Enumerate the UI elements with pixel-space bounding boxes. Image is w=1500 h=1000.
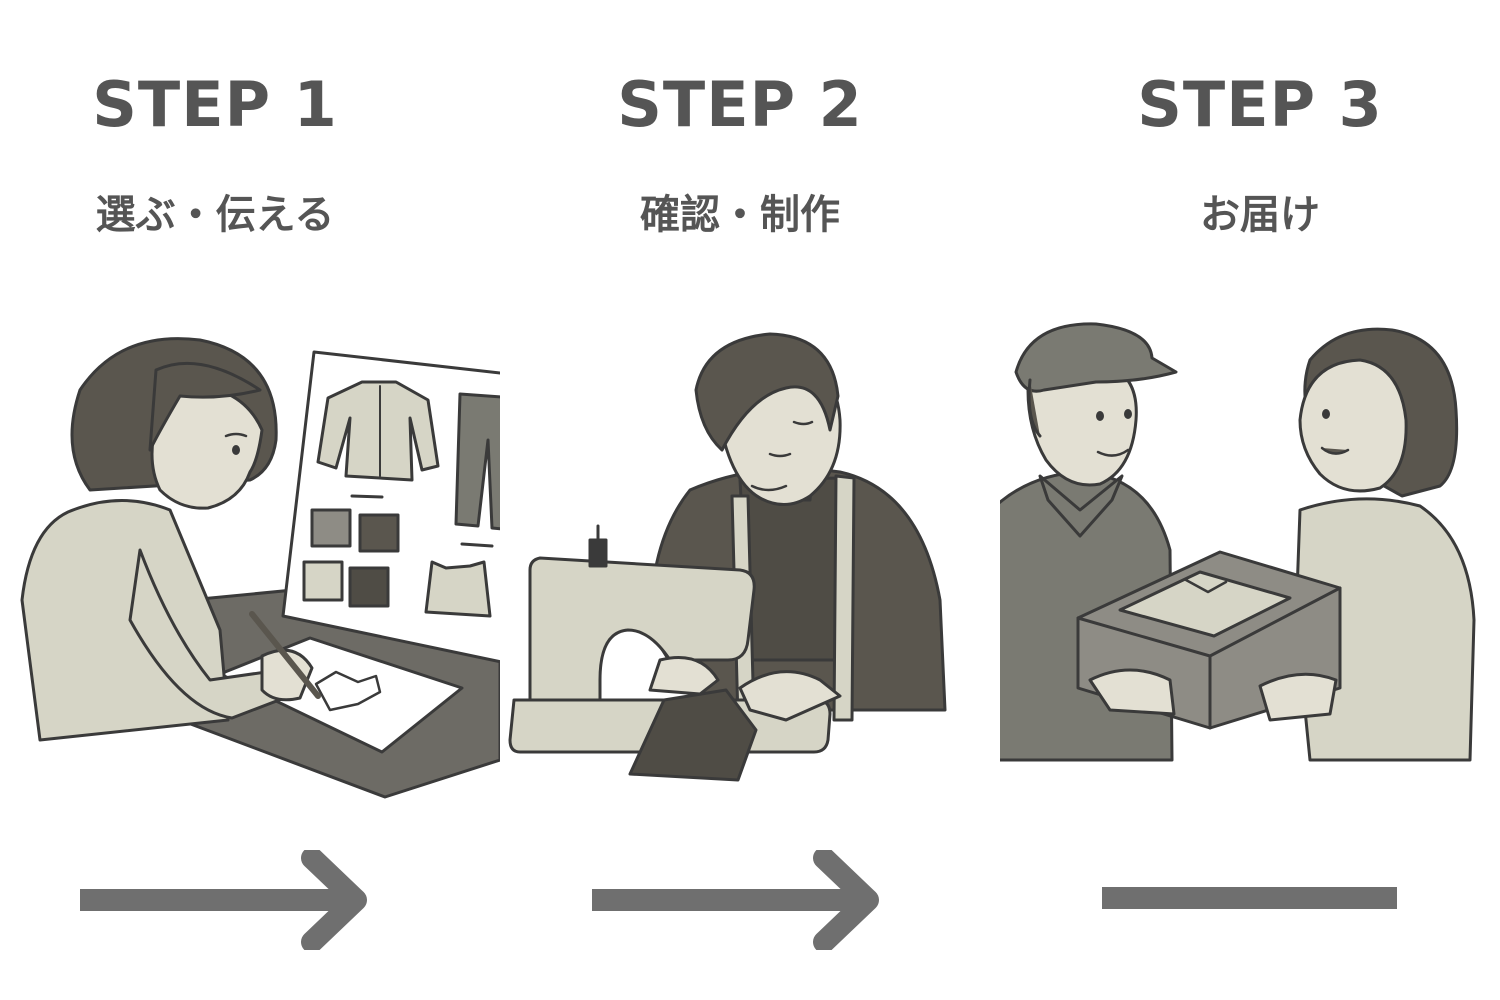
fabric-swatch bbox=[358, 513, 400, 553]
tailor-hair bbox=[694, 332, 840, 452]
illustration-delivery bbox=[1000, 322, 1476, 762]
woman-face bbox=[150, 383, 264, 510]
fabric-swatch bbox=[348, 566, 390, 608]
step-title: STEP 1 bbox=[92, 68, 338, 141]
folded-shirt-icon bbox=[1118, 570, 1292, 638]
hand bbox=[1088, 668, 1176, 716]
pants-icon bbox=[454, 392, 500, 531]
arrow-right bbox=[592, 850, 879, 950]
illustration-confirm-production bbox=[508, 332, 947, 782]
fabric-swatch bbox=[302, 560, 344, 602]
hand bbox=[1258, 672, 1338, 722]
measuring-tape-icon bbox=[832, 474, 856, 722]
progress-line bbox=[1102, 887, 1397, 909]
arrow-right bbox=[80, 850, 367, 950]
cap-icon bbox=[1014, 322, 1178, 393]
step-3: STEP 3 お届け bbox=[1000, 0, 1500, 1000]
fabric-swatch bbox=[310, 508, 352, 548]
step-subtitle: お届け bbox=[1200, 192, 1320, 238]
step-title: STEP 3 bbox=[1137, 68, 1383, 141]
shirt-icon bbox=[316, 380, 440, 482]
hand bbox=[738, 670, 842, 722]
illustration-choose-design bbox=[20, 337, 500, 799]
thread-spool bbox=[588, 538, 608, 568]
step-subtitle: 確認・制作 bbox=[640, 192, 840, 238]
step-subtitle: 選ぶ・伝える bbox=[95, 192, 335, 238]
pen-icon bbox=[249, 611, 321, 699]
woman-body bbox=[1294, 497, 1476, 762]
step-1: STEP 1 選ぶ・伝える bbox=[0, 0, 500, 1000]
hand bbox=[648, 656, 720, 696]
fabric bbox=[628, 688, 758, 782]
step-title: STEP 2 bbox=[617, 68, 863, 141]
woman-face bbox=[1298, 358, 1408, 493]
tank-top-icon bbox=[424, 560, 492, 618]
step-2: STEP 2 確認・制作 bbox=[80, 0, 1000, 1000]
